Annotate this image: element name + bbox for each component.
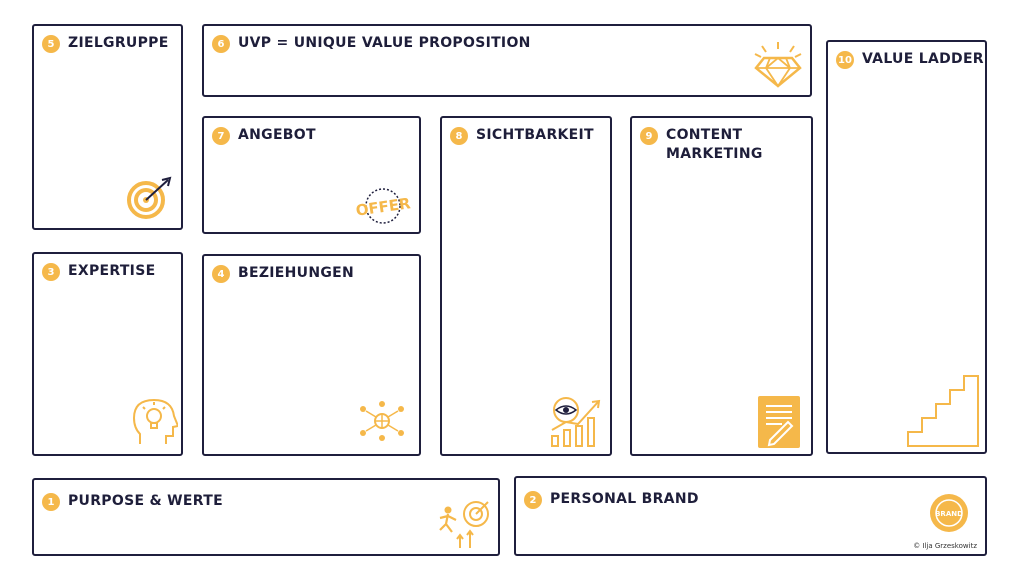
title-beziehungen: BEZIEHUNGEN [238, 265, 355, 281]
header-uvp: 6 UVP = UNIQUE VALUE PROPOSITION [212, 34, 531, 53]
header-purpose: 1 PURPOSE & WERTE [42, 492, 223, 511]
number-badge: 5 [42, 35, 60, 53]
box-beziehungen: 4 BEZIEHUNGEN [202, 254, 421, 456]
number-badge: 6 [212, 35, 230, 53]
header-zielgruppe: 5 ZIELGRUPPE [42, 34, 169, 53]
title-uvp: UVP = UNIQUE VALUE PROPOSITION [238, 35, 531, 51]
number-badge: 7 [212, 127, 230, 145]
title-angebot: ANGEBOT [238, 127, 316, 143]
header-value-ladder: 10 VALUE LADDER [836, 50, 984, 69]
title-purpose: PURPOSE & WERTE [68, 493, 223, 509]
box-expertise: 3 EXPERTISE [32, 252, 183, 456]
box-personal-brand: 2 PERSONAL BRAND BRAND © Ilja Grzeskowit… [514, 476, 987, 556]
target-icon [126, 176, 174, 220]
box-zielgruppe: 5 ZIELGRUPPE [32, 24, 183, 230]
stamp-text: OFFER [355, 194, 412, 220]
runner-target-icon [438, 498, 492, 550]
brand-badge-icon: BRAND [928, 492, 970, 534]
box-content-marketing: 9 CONTENT MARKETING [630, 116, 813, 456]
header-sichtbarkeit: 8 SICHTBARKEIT [450, 126, 594, 145]
title-zielgruppe: ZIELGRUPPE [68, 35, 169, 51]
diamond-icon [752, 40, 804, 88]
eye-growth-icon [548, 396, 604, 448]
title-value-ladder: VALUE LADDER [862, 51, 984, 67]
title-line-2: MARKETING [666, 146, 763, 162]
copyright-text: © Ilja Grzeskowitz [913, 542, 977, 550]
header-beziehungen: 4 BEZIEHUNGEN [212, 264, 354, 283]
title-content-marketing: CONTENT MARKETING [666, 126, 763, 164]
box-sichtbarkeit: 8 SICHTBARKEIT [440, 116, 612, 456]
network-icon [358, 401, 406, 441]
number-badge: 2 [524, 491, 542, 509]
title-line-1: CONTENT [666, 127, 743, 143]
box-uvp: 6 UVP = UNIQUE VALUE PROPOSITION [202, 24, 812, 97]
document-pencil-icon [758, 396, 800, 448]
number-badge: 10 [836, 51, 854, 69]
offer-stamp-icon: OFFER [354, 186, 412, 226]
number-badge: 3 [42, 263, 60, 281]
title-personal-brand: PERSONAL BRAND [550, 491, 699, 507]
title-sichtbarkeit: SICHTBARKEIT [476, 127, 594, 143]
badge-text: BRAND [935, 510, 963, 518]
title-expertise: EXPERTISE [68, 263, 156, 279]
head-lightbulb-icon [132, 396, 178, 446]
box-angebot: 7 ANGEBOT OFFER [202, 116, 421, 234]
box-value-ladder: 10 VALUE LADDER [826, 40, 987, 454]
number-badge: 1 [42, 493, 60, 511]
header-content-marketing: 9 CONTENT MARKETING [640, 126, 763, 164]
number-badge: 8 [450, 127, 468, 145]
number-badge: 4 [212, 265, 230, 283]
number-badge: 9 [640, 127, 658, 145]
header-personal-brand: 2 PERSONAL BRAND [524, 490, 699, 509]
box-purpose: 1 PURPOSE & WERTE [32, 478, 500, 556]
header-expertise: 3 EXPERTISE [42, 262, 155, 281]
header-angebot: 7 ANGEBOT [212, 126, 316, 145]
stairs-icon [906, 374, 980, 448]
